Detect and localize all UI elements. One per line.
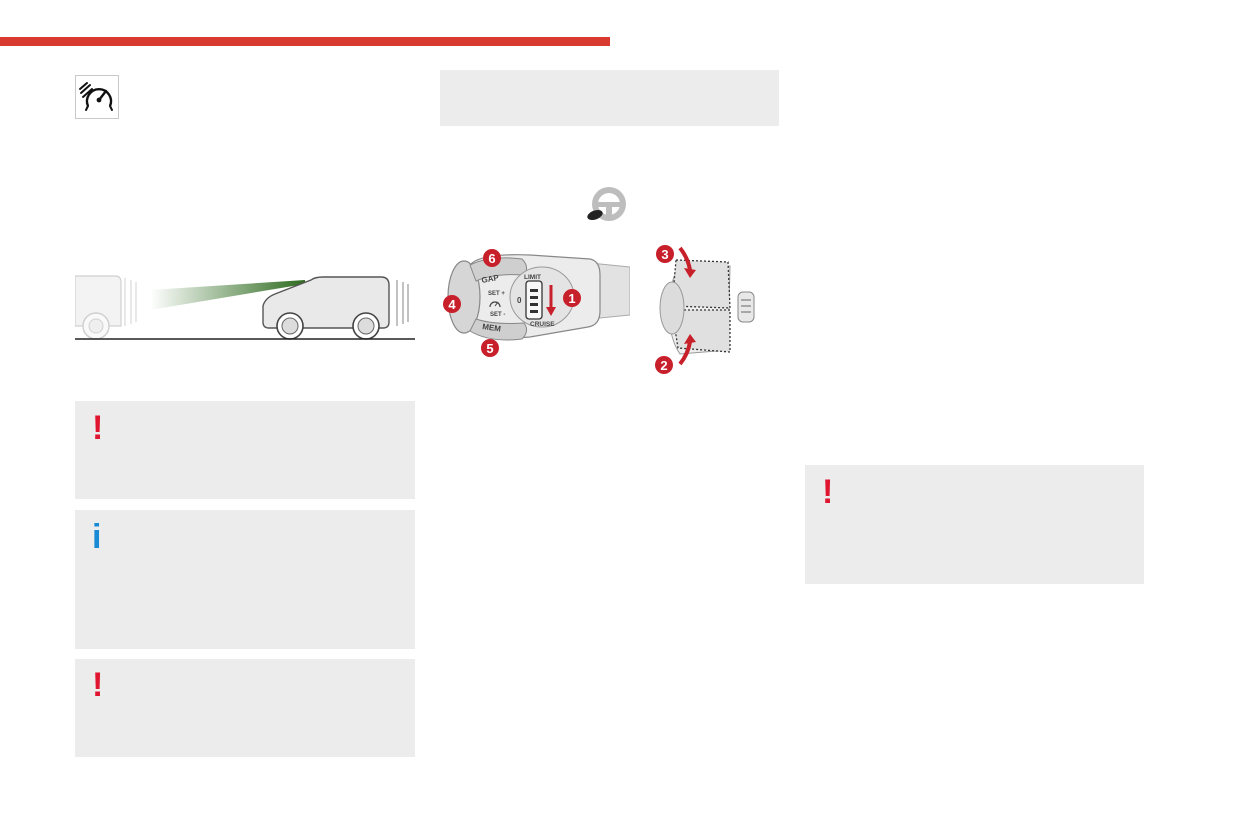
section-icon-frame — [75, 75, 119, 119]
marker-3: 3 — [656, 245, 674, 263]
svg-text:3: 3 — [661, 247, 668, 262]
header-accent-bar — [0, 37, 610, 46]
cruise-stalk-diagram: GAP MEM SET + SET - LIMIT CRUISE 0 1 4 5… — [443, 249, 630, 357]
exclamation-icon: ! — [822, 473, 834, 511]
warning-callout-2: ! — [75, 659, 415, 757]
svg-text:2: 2 — [660, 358, 667, 373]
speedometer-small-icon — [489, 301, 501, 308]
info-callout: i — [75, 510, 415, 649]
exclamation-icon: ! — [92, 666, 104, 704]
marker-2: 2 — [655, 356, 673, 374]
marker-1: 1 — [563, 289, 581, 307]
limit-label: LIMIT — [524, 274, 541, 281]
svg-text:6: 6 — [488, 251, 495, 266]
marker-5: 5 — [481, 339, 499, 357]
car-radar-illustration — [75, 275, 415, 340]
marker-4: 4 — [443, 295, 461, 313]
info-icon: i — [92, 518, 102, 556]
own-vehicle — [262, 276, 409, 340]
steering-wheel-icon — [587, 187, 626, 221]
svg-text:5: 5 — [486, 341, 493, 356]
marker-6: 6 — [483, 249, 501, 267]
cruise-label: CRUISE — [530, 321, 555, 328]
zero-label: 0 — [517, 296, 522, 305]
radar-beam — [150, 280, 305, 310]
warning-callout-1: ! — [75, 401, 415, 499]
heading-block — [440, 70, 779, 126]
paddle-diagram: 3 2 — [655, 245, 755, 374]
vehicle-ahead — [75, 275, 137, 340]
set-plus-label: SET + — [488, 291, 505, 297]
adaptive-cruise-control-icon — [79, 82, 113, 111]
exclamation-icon: ! — [92, 409, 104, 447]
gap-label: GAP — [481, 273, 500, 285]
svg-text:4: 4 — [448, 297, 456, 312]
svg-text:1: 1 — [568, 291, 575, 306]
mem-label: MEM — [482, 322, 502, 334]
set-minus-label: SET - — [490, 312, 505, 318]
warning-callout-3: ! — [805, 465, 1144, 584]
